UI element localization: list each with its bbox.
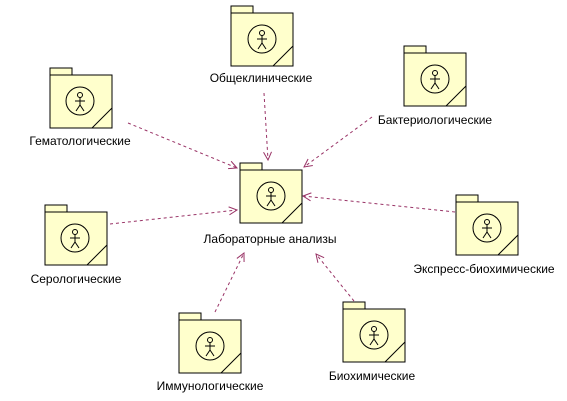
dependency-arrow xyxy=(316,254,355,302)
package-corner xyxy=(445,85,467,107)
package-label: Серологические xyxy=(31,272,122,286)
actor-leg-left xyxy=(266,199,272,207)
actor-icon xyxy=(420,64,450,94)
dependency-arrow xyxy=(303,196,456,213)
actor-icon xyxy=(247,24,277,54)
actor-icon xyxy=(256,181,286,211)
actor-icon xyxy=(359,320,389,350)
actor-leg-left xyxy=(482,231,488,239)
actor-leg-left xyxy=(430,82,436,90)
actor-leg-left xyxy=(75,104,81,112)
package-biokhimicheskie[interactable]: Биохимические xyxy=(329,301,416,383)
package-gematologicheskie[interactable]: Гематологические xyxy=(29,67,131,148)
actor-circle xyxy=(65,86,95,116)
actor-leg-right xyxy=(434,82,440,90)
actor-circle xyxy=(60,223,90,253)
package-corner xyxy=(86,244,108,266)
actor-circle xyxy=(247,24,277,54)
actor-circle xyxy=(359,320,389,350)
actor-icon xyxy=(472,213,502,243)
actor-leg-right xyxy=(79,104,85,112)
actor-leg-right xyxy=(261,42,267,50)
dependency-arrow xyxy=(127,122,237,168)
package-body xyxy=(403,52,467,107)
package-bakteriologicheskie[interactable]: Бактериологические xyxy=(378,45,493,127)
package-label: Общеклинические xyxy=(210,71,313,85)
package-label: Лабораторные анализы xyxy=(204,232,337,246)
actor-circle xyxy=(256,181,286,211)
package-label: Экспресс-биохимические xyxy=(413,262,555,276)
package-label: Бактериологические xyxy=(378,113,493,127)
actor-leg-left xyxy=(205,349,211,357)
package-ekspress-biokhimicheskie[interactable]: Экспресс-биохимические xyxy=(413,194,555,276)
package-corner xyxy=(91,107,113,129)
actor-circle xyxy=(195,331,225,361)
dependency-arrows xyxy=(109,92,456,313)
package-corner xyxy=(497,234,519,256)
actor-leg-right xyxy=(74,241,80,249)
dependency-arrow xyxy=(304,116,373,167)
package-label: Иммунологические xyxy=(157,379,264,393)
actor-icon xyxy=(60,223,90,253)
package-immunologicheskie[interactable]: Иммунологические xyxy=(157,312,264,393)
package-label: Биохимические xyxy=(329,369,416,383)
package-corner xyxy=(384,341,406,363)
actor-leg-left xyxy=(369,338,375,346)
actor-circle xyxy=(420,64,450,94)
dependency-arrow xyxy=(214,253,244,313)
actor-circle xyxy=(472,213,502,243)
actor-leg-right xyxy=(486,231,492,239)
actor-leg-right xyxy=(209,349,215,357)
package-center[interactable]: Лабораторные анализы xyxy=(204,162,337,246)
package-corner xyxy=(272,45,294,67)
package-obshcheklinicheskie[interactable]: Общеклинические xyxy=(210,5,313,85)
package-serologicheskie[interactable]: Серологические xyxy=(31,204,122,286)
package-corner xyxy=(220,352,242,374)
actor-icon xyxy=(65,86,95,116)
actor-leg-left xyxy=(257,42,263,50)
actor-leg-right xyxy=(270,199,276,207)
package-label: Гематологические xyxy=(29,134,131,148)
package-corner xyxy=(281,202,303,224)
dependency-arrow xyxy=(109,210,237,225)
actor-leg-right xyxy=(373,338,379,346)
actor-leg-left xyxy=(70,241,76,249)
actor-icon xyxy=(195,331,225,361)
dependency-arrow xyxy=(264,92,268,160)
